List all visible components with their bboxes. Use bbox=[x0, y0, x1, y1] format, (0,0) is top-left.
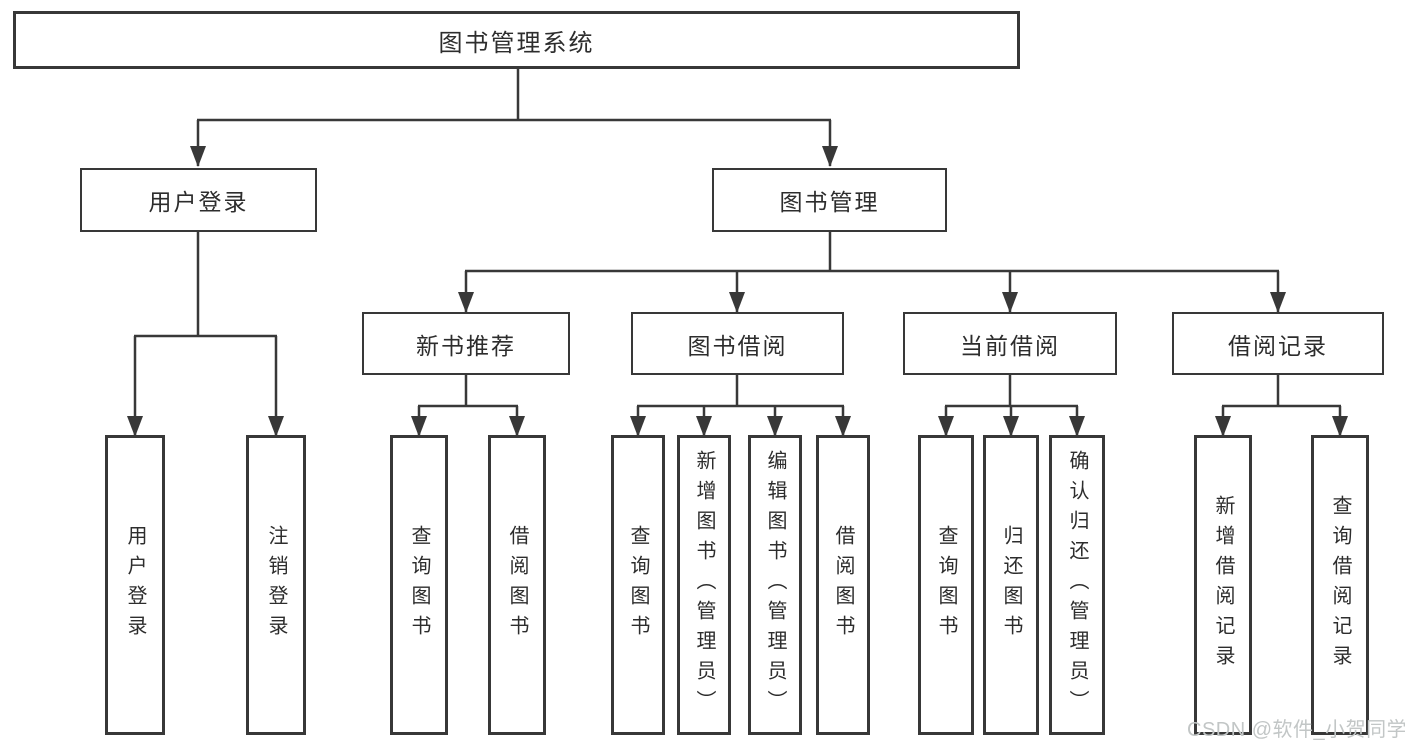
leaf-recommend-borrow-book: 借阅图书 bbox=[488, 435, 546, 735]
node-book-management: 图书管理 bbox=[712, 168, 947, 232]
leaf-label: 新增图书（管理员） bbox=[693, 450, 715, 720]
node-label: 新书推荐 bbox=[416, 332, 516, 359]
leaf-records-query-record: 查询借阅记录 bbox=[1311, 435, 1369, 735]
node-new-book-recommendation: 新书推荐 bbox=[362, 312, 570, 375]
leaf-label: 确认归还（管理员） bbox=[1066, 450, 1088, 720]
node-book-borrowing: 图书借阅 bbox=[631, 312, 844, 375]
node-label: 图书管理系统 bbox=[438, 29, 595, 57]
connector-paths bbox=[133, 69, 1342, 436]
csdn-watermark: CSDN @软件_小贺同学 bbox=[1187, 719, 1405, 741]
node-current-borrowing: 当前借阅 bbox=[903, 312, 1117, 375]
leaf-borrowing-add-book-admin: 新增图书（管理员） bbox=[677, 435, 731, 735]
leaf-label: 编辑图书（管理员） bbox=[764, 450, 786, 720]
leaf-label: 查询图书 bbox=[408, 525, 430, 645]
node-user-login: 用户登录 bbox=[80, 168, 317, 232]
leaf-borrowing-query-book: 查询图书 bbox=[611, 435, 665, 735]
leaf-label: 借阅图书 bbox=[506, 525, 528, 645]
leaf-recommend-query-book: 查询图书 bbox=[390, 435, 448, 735]
leaf-label: 借阅图书 bbox=[832, 525, 854, 645]
leaf-current-return-book: 归还图书 bbox=[983, 435, 1039, 735]
leaf-current-query-book: 查询图书 bbox=[918, 435, 974, 735]
leaf-records-add-record: 新增借阅记录 bbox=[1194, 435, 1252, 735]
leaf-label: 查询图书 bbox=[935, 525, 957, 645]
leaf-label: 用户登录 bbox=[124, 525, 146, 645]
leaf-borrowing-edit-book-admin: 编辑图书（管理员） bbox=[748, 435, 802, 735]
leaf-label: 新增借阅记录 bbox=[1212, 495, 1234, 675]
node-label: 当前借阅 bbox=[960, 332, 1060, 359]
leaf-current-confirm-return-admin: 确认归还（管理员） bbox=[1049, 435, 1105, 735]
node-borrowing-records: 借阅记录 bbox=[1172, 312, 1384, 375]
node-label: 图书借阅 bbox=[687, 332, 788, 359]
leaf-borrowing-borrow-book: 借阅图书 bbox=[816, 435, 870, 735]
leaf-label: 归还图书 bbox=[1000, 525, 1022, 645]
leaf-label: 查询图书 bbox=[627, 525, 649, 645]
leaf-label: 注销登录 bbox=[265, 525, 287, 645]
leaf-user-login: 用户登录 bbox=[105, 435, 165, 735]
node-library-management-system: 图书管理系统 bbox=[13, 11, 1020, 69]
leaf-logout: 注销登录 bbox=[246, 435, 306, 735]
arrowheads bbox=[127, 146, 1348, 437]
node-label: 图书管理 bbox=[779, 189, 880, 215]
node-label: 用户登录 bbox=[148, 189, 249, 215]
node-label: 借阅记录 bbox=[1228, 332, 1328, 359]
leaf-label: 查询借阅记录 bbox=[1329, 495, 1351, 675]
